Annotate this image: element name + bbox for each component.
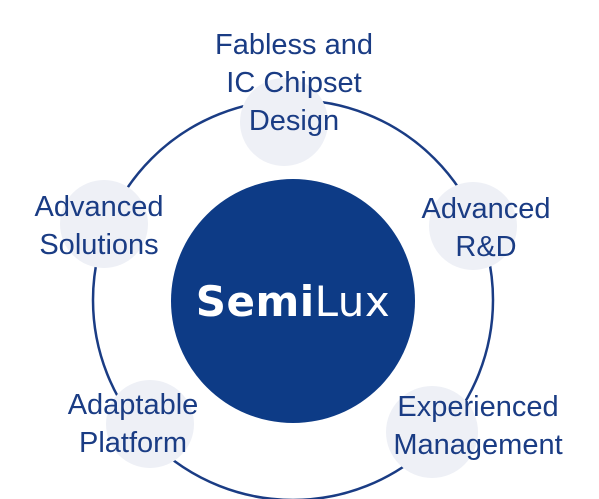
node-bubble-experienced-management: [386, 386, 478, 478]
node-label-line: Platform: [79, 427, 187, 459]
node-bubble-adaptable-platform: [106, 380, 194, 468]
node-label-advanced-solutions: Advanced Solutions: [35, 188, 164, 264]
node-label-line: Advanced: [34, 191, 164, 223]
brand-name-bold: Semi: [195, 276, 315, 326]
node-label-adaptable-platform: Adaptable Platform: [68, 386, 199, 462]
node-label-line: Design: [248, 105, 340, 137]
node-label-experienced-management: Experienced Management: [393, 388, 562, 464]
node-label-line: Solutions: [39, 229, 159, 261]
node-label-line: IC Chipset: [226, 67, 362, 99]
node-label-line: Fabless and: [215, 29, 373, 61]
node-label-line: R&D: [455, 231, 517, 263]
center-brand-circle: SemiLux: [171, 179, 415, 423]
node-label-line: Adaptable: [67, 389, 199, 421]
node-label-line: Experienced: [397, 391, 559, 423]
node-label-line: Management: [393, 429, 563, 461]
node-label-line: Advanced: [421, 193, 551, 225]
node-bubble-advanced-solutions: [60, 180, 148, 268]
node-label-advanced-rd: Advanced R&D: [422, 190, 551, 266]
node-bubble-fabless: [240, 78, 328, 166]
brand-name-regular: Lux: [314, 276, 391, 326]
brand-logo-text: SemiLux: [196, 277, 391, 326]
node-label-fabless: Fabless and IC Chipset Design: [215, 26, 373, 140]
node-bubble-advanced-rd: [429, 182, 517, 270]
